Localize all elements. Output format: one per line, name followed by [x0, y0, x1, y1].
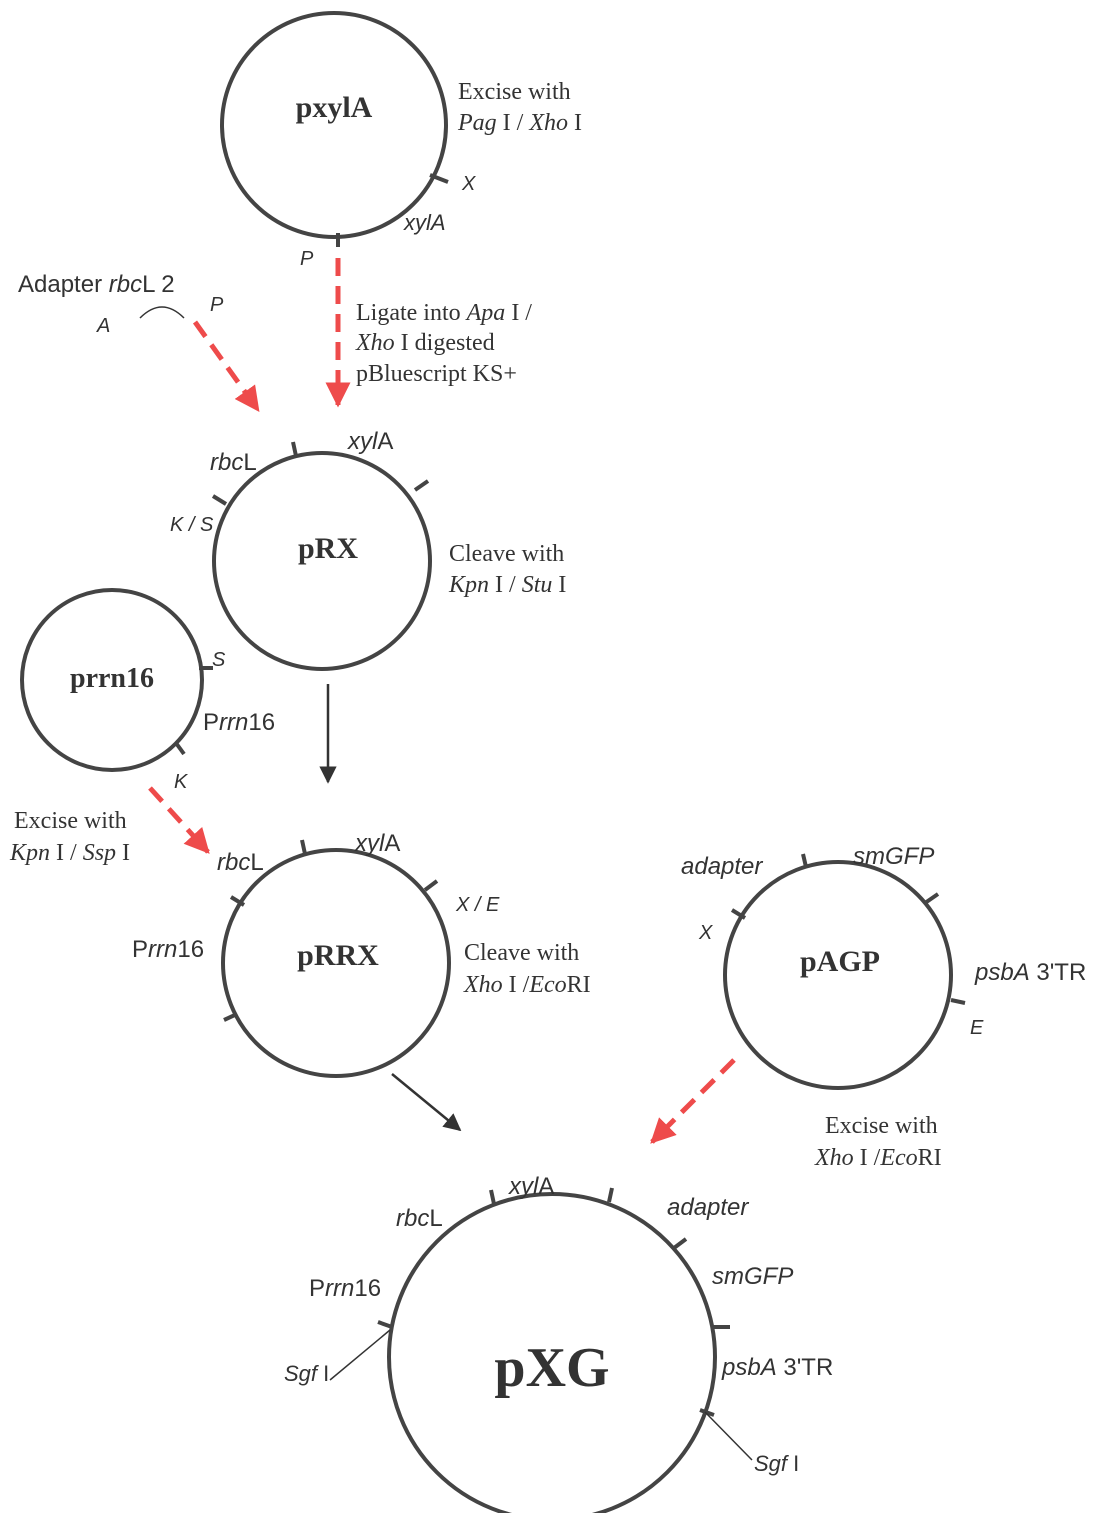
pAGP-gene-psba: psbA 3'TR — [974, 959, 1086, 986]
pRX-circle — [212, 451, 432, 671]
pAGP-site-e: E — [970, 1017, 984, 1039]
pRX-note-line2: Kpn I / Stu I — [448, 572, 566, 598]
pXG-gene-psba: psbA 3'TR — [721, 1354, 833, 1381]
plasmid-prrn16: prrn16 S Prrn16 K Excise with Kpn I / Ss… — [9, 588, 275, 866]
plasmid-pxylA: pxylA X xylA P Excise with Pag I / Xho I — [220, 11, 582, 270]
plasmid-pRRX: pRRX rbcL xylA X / E Prrn16 Cleave with … — [132, 830, 591, 1078]
pRRX-gene-rbcl: rbcL — [217, 849, 264, 876]
plasmid-pXG: pXG rbcL xylA adapter smGFP Prrn16 psbA … — [284, 1173, 833, 1513]
prrn16-name: prrn16 — [70, 663, 154, 694]
pRRX-note-line1: Cleave with — [464, 940, 579, 966]
pAGP-site-x: X — [698, 922, 713, 944]
arrow-pAGP-to-pXG — [650, 1058, 736, 1144]
ligate-note: Ligate into Apa I / Xho I digested pBlue… — [355, 300, 532, 387]
pRX-gene-xyla: xylA — [347, 428, 393, 455]
plasmid-pAGP: pAGP adapter smGFP X psbA 3'TR E Excise … — [681, 843, 1086, 1171]
pRX-gene-rbcl: rbcL — [210, 449, 257, 476]
pRX-note-line1: Cleave with — [449, 541, 564, 567]
arrow-prrn16-to-pRRX — [148, 786, 210, 854]
arrow-adapter-to-pRX — [192, 320, 261, 413]
pAGP-note-line2: Xho I /EcoRI — [814, 1145, 942, 1171]
pRRX-site-xe: X / E — [455, 894, 500, 916]
pXG-sgf-right: Sgf I — [754, 1451, 799, 1476]
adapter-site-p: P — [210, 294, 224, 316]
pxylA-gene-label: xylA — [403, 210, 446, 235]
adapter-label: Adapter rbcL 2 — [18, 271, 175, 298]
pAGP-name: pAGP — [800, 945, 880, 978]
adapter-rbcl2: Adapter rbcL 2 A P — [18, 271, 224, 337]
pXG-circle — [387, 1192, 717, 1513]
pRRX-name: pRRX — [297, 939, 379, 972]
pxylA-site-x: X — [461, 173, 476, 195]
pxylA-note-line1: Excise with — [458, 79, 571, 105]
pRRX-promoter: Prrn16 — [132, 936, 204, 963]
pAGP-gene-adapter: adapter — [681, 853, 763, 880]
pxylA-note-line2: Pag I / Xho I — [457, 110, 582, 136]
pAGP-gene-smgfp: smGFP — [853, 843, 934, 870]
arrow-pRRX-to-pXG — [391, 1073, 462, 1132]
prrn16-site-k: K — [174, 771, 189, 793]
adapter-site-a: A — [96, 315, 110, 337]
pxylA-circle — [220, 11, 448, 239]
pRRX-note-line2: Xho I /EcoRI — [463, 972, 591, 998]
pXG-name: pXG — [494, 1337, 609, 1399]
pXG-gene-rbcl: rbcL — [396, 1205, 443, 1232]
plasmid-pRX: pRX rbcL xylA K / S Cleave with Kpn I / … — [170, 428, 566, 671]
pXG-gene-smgfp: smGFP — [712, 1263, 793, 1290]
pxylA-site-p: P — [300, 248, 314, 270]
pRRX-gene-xyla: xylA — [354, 830, 400, 857]
ligate-line2: Xho I digested — [355, 330, 495, 356]
pXG-promoter: Prrn16 — [309, 1275, 381, 1302]
pXG-sgf-left: Sgf I — [284, 1361, 329, 1386]
pXG-gene-xyla: xylA — [508, 1173, 554, 1200]
prrn16-circle — [20, 588, 204, 772]
prrn16-note-line1: Excise with — [14, 808, 127, 834]
pxylA-name: pxylA — [296, 91, 373, 124]
pAGP-circle — [723, 860, 953, 1090]
prrn16-site-s: S — [212, 649, 226, 671]
pRRX-circle — [221, 848, 451, 1078]
ligate-line1: Ligate into Apa I / — [356, 300, 532, 326]
adapter-arc — [139, 306, 185, 319]
ligate-line3: pBluescript KS+ — [356, 361, 517, 387]
prrn16-note-line2: Kpn I / Ssp I — [9, 840, 130, 866]
pAGP-note-line1: Excise with — [825, 1113, 938, 1139]
pRX-name: pRX — [298, 532, 358, 565]
prrn16-gene: Prrn16 — [203, 709, 275, 736]
pXG-gene-adapter: adapter — [667, 1194, 749, 1221]
pRX-site-ks: K / S — [170, 514, 214, 536]
